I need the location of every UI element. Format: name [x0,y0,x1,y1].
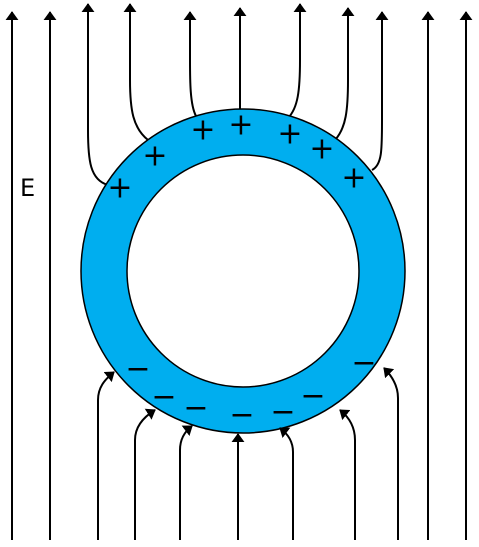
positive-charge: + [277,117,302,152]
positive-charge: + [309,132,334,167]
negative-charge: − [300,379,325,414]
field-line-top-1 [81,3,109,186]
negative-charge: − [229,398,254,433]
negative-charge: − [183,391,208,426]
field-line-bottom-6 [339,409,356,540]
negative-charge: − [125,352,150,387]
field-line-bottom-3 [179,425,193,540]
negative-charge: − [151,380,176,415]
field-label: E [20,174,36,202]
positive-charge: + [142,139,167,174]
field-line-bottom-7 [383,367,399,540]
field-line-top-2 [123,3,149,141]
field-line-top-5 [287,3,307,119]
negative-charge: − [351,346,376,381]
negative-charge: − [270,395,295,430]
positive-charge: + [107,171,132,206]
field-line-bottom-2 [134,408,156,540]
positive-charge: + [341,161,366,196]
field-line-bottom-1 [97,371,115,540]
field-line-bottom-5 [279,427,294,540]
top-field-lines [81,3,389,186]
field-line-top-6 [334,7,355,141]
positive-charge: + [190,113,215,148]
positive-charge: + [228,108,253,143]
bottom-field-lines [97,367,399,540]
positive-charges: + + + + + + + [107,108,366,206]
field-line-top-7 [371,11,389,171]
outer-field-lines [5,11,473,540]
field-line-top-3 [183,11,197,117]
shell-cavity [126,154,360,388]
negative-charges: − − − − − − − [125,346,376,433]
